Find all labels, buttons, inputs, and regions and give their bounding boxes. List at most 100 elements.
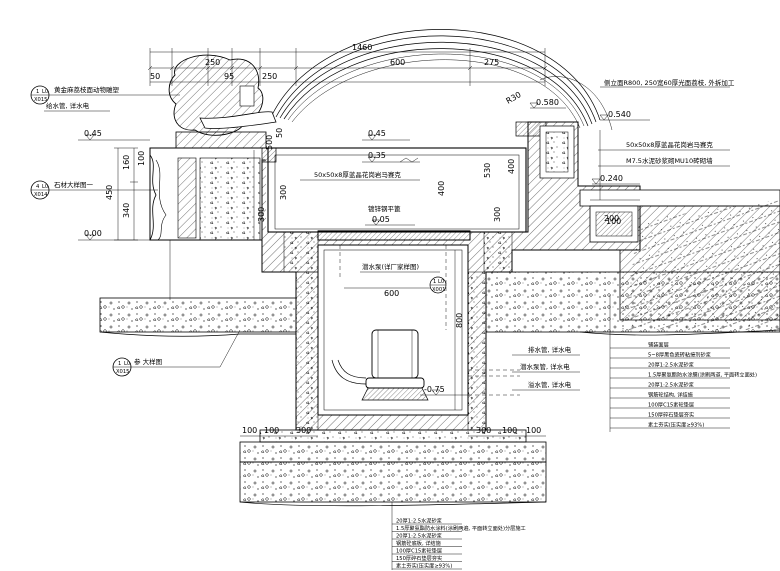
level-ground-left: 0.00 xyxy=(84,229,102,238)
level-left-top: 0.45 xyxy=(84,129,102,138)
dim-left-100: 100 xyxy=(137,151,146,166)
stone-cap-right: 50x50x8厚蓝晶花岗岩马赛克 xyxy=(626,140,713,149)
callout-sculpture: 1 L0 X015 黄金麻荔枝面动物雕塑 给水管, 详水电 xyxy=(30,85,180,112)
water-jet-arcs xyxy=(271,29,613,131)
bottom-layer-item: 100厚C15素砼垫层 xyxy=(396,547,442,555)
svg-text:100: 100 xyxy=(502,426,517,435)
level-right-top: 0.580 xyxy=(536,98,559,107)
callout-stone-label: 石材大样图一 xyxy=(54,180,94,189)
svg-text:300: 300 xyxy=(476,426,491,435)
right-top-note: 侧立面R800, 250宽60厚光面荔枝, 外拆加工 xyxy=(604,78,735,87)
right-layer-item: 钢筋砼结构, 详结施 xyxy=(648,391,693,399)
svg-text:100: 100 xyxy=(606,217,621,226)
svg-text:530: 530 xyxy=(483,163,492,178)
right-layer-item: 5~8厚黑色瓷砖粘接剂砂浆 xyxy=(648,351,711,359)
level-right-low: 0.240 xyxy=(600,174,623,183)
level-basin-rim: 0.45 xyxy=(368,129,386,138)
drain-pipe-3: 溢水管, 详水电 xyxy=(528,380,572,389)
dim-pit-height: 800 xyxy=(455,313,464,328)
svg-text:L0: L0 xyxy=(42,184,48,190)
basin-levels: 0.45 0.35 0.05 镀锌钢平篦 -0.75 xyxy=(362,129,470,396)
right-annotations: 侧立面R800, 250宽60厚光面荔枝, 外拆加工 50x50x8厚蓝晶花岗岩… xyxy=(300,78,757,432)
callout-stone: 4 L0 X014 石材大样图一 xyxy=(30,180,158,200)
left-levels: 0.45 0.00 450 340 160 100 xyxy=(78,129,150,241)
foundation xyxy=(239,429,547,507)
svg-text:50: 50 xyxy=(275,128,284,138)
left-pedestal xyxy=(149,147,271,300)
basin-structure xyxy=(261,121,641,431)
level-basin-floor: 0.05 xyxy=(372,215,390,224)
svg-text:100: 100 xyxy=(242,426,257,435)
ground-left xyxy=(99,297,297,337)
svg-text:300: 300 xyxy=(296,426,311,435)
dim-radius: R30 xyxy=(505,90,523,106)
svg-text:100: 100 xyxy=(264,426,279,435)
svg-text:X015: X015 xyxy=(116,369,129,375)
svg-text:4: 4 xyxy=(36,184,40,190)
right-layer-item: 100厚C15素砼垫层 xyxy=(648,401,694,409)
ground-right xyxy=(485,189,780,336)
level-right-mid: 0.540 xyxy=(608,110,631,119)
callout-pump: 潜水泵(详厂家样图) 1 L0 X001 xyxy=(360,262,447,294)
right-layer-item: 1.5厚聚氨酯防水涂膜(涂刷两道, 平面转立面处) xyxy=(648,371,757,379)
stone-cap-inner: 50x50x8厚蓝晶花岗岩马赛克 xyxy=(314,170,401,179)
bottom-layer-item: 钢筋砼底板, 详结施 xyxy=(396,539,441,547)
bottom-layer-item: 20厚1:2.5水泥砂浆 xyxy=(396,532,442,540)
right-layer-item: 20厚1:2.5水泥砂浆 xyxy=(648,361,694,369)
bottom-dimensions: 100 100 300 300 100 100 xyxy=(240,426,546,437)
svg-text:L0: L0 xyxy=(438,279,444,285)
bottom-layer-item: 150厚碎石垫层夯实 xyxy=(396,554,442,562)
svg-text:1: 1 xyxy=(118,361,121,367)
svg-text:300: 300 xyxy=(257,207,266,222)
bottom-layer-item: 素土夯实(压实度≥93%) xyxy=(396,562,452,570)
svg-text:X014: X014 xyxy=(34,192,48,198)
svg-text:300: 300 xyxy=(279,185,288,200)
dim-left-450: 450 xyxy=(105,185,114,200)
svg-text:100: 100 xyxy=(526,426,541,435)
svg-text:400: 400 xyxy=(507,159,516,174)
right-layer-list: 铺装面层 5~8厚黑色瓷砖粘接剂砂浆 20厚1:2.5水泥砂浆 1.5厚聚氨酯防水涂膜… xyxy=(610,341,757,429)
callout-detail-label: 参 大样图 xyxy=(134,357,162,366)
bottom-layer-item: 1.5厚聚氨酯防水涂料(涂刷两遍, 平面转立面处)分层施工 xyxy=(396,524,526,532)
basin-dimensions: 300 300 500 50 400 530 300 400 600 800 xyxy=(253,128,516,410)
callout-sculpture-label: 黄金麻荔枝面动物雕塑 xyxy=(54,85,120,94)
svg-text:500: 500 xyxy=(265,135,274,150)
dim-top-seg-1: 50 xyxy=(150,72,160,81)
right-layer-item: 素土夯实(压实度≥93%) xyxy=(648,421,704,429)
dim-top-seg-6: 275 xyxy=(484,58,499,67)
svg-text:200: 200 xyxy=(604,214,619,223)
callout-detail: 1 L0 X015 参 大样图 xyxy=(112,329,241,377)
pump-icon xyxy=(331,329,429,401)
svg-text:400: 400 xyxy=(437,181,446,196)
mortar-label: M7.5水泥砂浆砌MU10砖砌墙 xyxy=(626,156,713,165)
drain-pipe-2: 潜水泵管, 详水电 xyxy=(520,362,570,371)
grating-label: 镀锌钢平篦 xyxy=(368,204,401,213)
svg-text:L0: L0 xyxy=(42,89,48,95)
pump-callout-label: 潜水泵(详厂家样图) xyxy=(362,262,419,271)
right-layer-item: 20厚1:2.5水泥砂浆 xyxy=(648,381,694,389)
svg-text:300: 300 xyxy=(493,207,502,222)
dim-top-total: 1460 xyxy=(352,43,372,52)
bottom-layer-item: 20厚1:2.5水泥砂浆 xyxy=(396,517,442,525)
right-layer-item: 150厚碎石垫层夯实 xyxy=(648,411,694,419)
pipes xyxy=(339,130,601,396)
dim-left-160: 160 xyxy=(122,155,131,170)
svg-text:L0: L0 xyxy=(124,361,130,367)
dim-pit-width: 600 xyxy=(384,289,399,298)
drain-pipe-1: 排水管, 详水电 xyxy=(528,345,572,354)
level-pit-bottom: -0.75 xyxy=(424,385,445,394)
animal-sculpture xyxy=(168,54,277,149)
right-layer-item: 铺装面层 xyxy=(648,341,669,349)
supply-pipe-label-left: 给水管, 详水电 xyxy=(46,101,90,110)
svg-text:X001: X001 xyxy=(432,287,445,293)
dim-top-seg-4: 250 xyxy=(262,72,277,81)
svg-text:1: 1 xyxy=(433,279,436,285)
level-water: 0.35 xyxy=(368,151,386,160)
dim-left-340: 340 xyxy=(122,203,131,218)
dim-top-seg-5: 600 xyxy=(390,58,405,67)
svg-text:X015: X015 xyxy=(34,97,47,103)
